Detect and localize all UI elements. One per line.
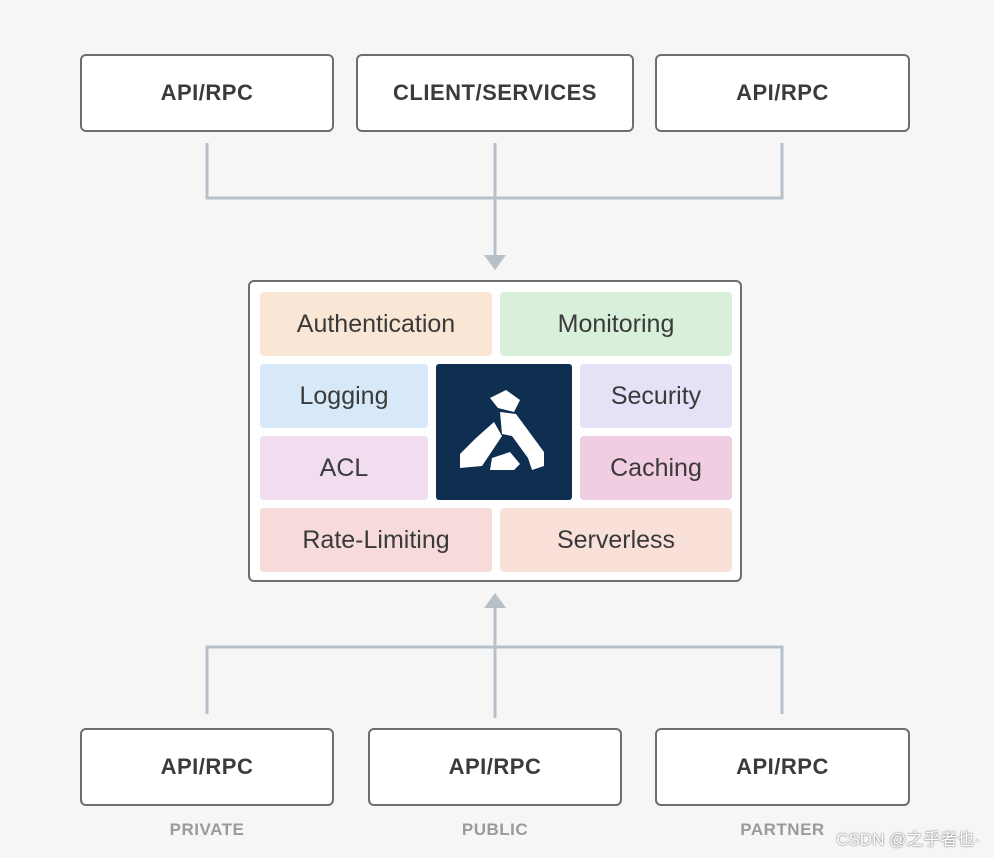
tile-label: Monitoring xyxy=(557,309,675,338)
tile-authentication: Authentication xyxy=(260,292,492,356)
tile-caching: Caching xyxy=(580,436,732,500)
top-source-api-rpc-right: API/RPC xyxy=(655,54,910,132)
tile-rate-limiting: Rate-Limiting xyxy=(260,508,492,572)
top-source-api-rpc-left: API/RPC xyxy=(80,54,334,132)
top-source-label: API/RPC xyxy=(160,80,254,105)
tile-monitoring: Monitoring xyxy=(500,292,732,356)
caption-private: PRIVATE xyxy=(169,820,245,839)
tile-label: Rate-Limiting xyxy=(302,525,450,554)
bottom-source-label: API/RPC xyxy=(160,754,254,779)
bottom-source-public: API/RPC xyxy=(368,728,622,806)
arrow-down-icon xyxy=(484,255,506,270)
top-source-client-services: CLIENT/SERVICES xyxy=(356,54,634,132)
tile-label: Security xyxy=(610,381,702,410)
bottom-source-label: API/RPC xyxy=(736,754,829,779)
tile-acl: ACL xyxy=(260,436,428,500)
top-source-label: API/RPC xyxy=(736,80,829,105)
caption-public: PUBLIC xyxy=(461,820,529,839)
tile-label: ACL xyxy=(319,453,369,482)
watermark: CSDN @之乎者也· xyxy=(836,830,980,849)
tile-security: Security xyxy=(580,364,732,428)
tile-serverless: Serverless xyxy=(500,508,732,572)
kong-gorilla-icon xyxy=(460,390,544,470)
tile-label: Authentication xyxy=(296,309,456,338)
bottom-source-private: API/RPC xyxy=(80,728,334,806)
caption-partner: PARTNER xyxy=(740,820,825,839)
bottom-source-partner: API/RPC xyxy=(655,728,910,806)
top-connector xyxy=(205,143,784,258)
tile-logging: Logging xyxy=(260,364,428,428)
api-gateway: Authentication Monitoring Logging Securi… xyxy=(248,280,742,582)
top-source-label: CLIENT/SERVICES xyxy=(393,80,597,105)
arrow-up-icon xyxy=(484,593,506,608)
bottom-source-label: API/RPC xyxy=(448,754,542,779)
tile-label: Caching xyxy=(610,453,702,482)
tile-label: Logging xyxy=(299,381,389,410)
gateway-logo xyxy=(436,364,572,500)
bottom-connector xyxy=(205,606,784,718)
tile-label: Serverless xyxy=(556,525,676,554)
